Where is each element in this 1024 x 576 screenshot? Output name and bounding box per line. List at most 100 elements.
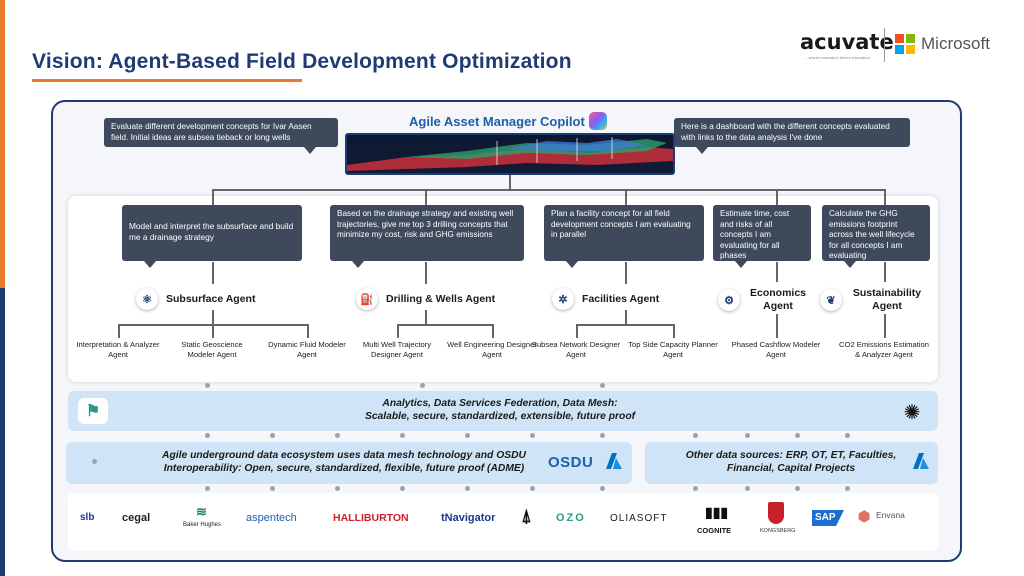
slide-accent-bar (0, 0, 5, 576)
copilot-response-text: Here is a dashboard with the different c… (681, 122, 890, 142)
leaf-icon: ❦ (820, 289, 842, 311)
partner-logo-cegal: cegal (122, 512, 151, 524)
subsurface-agent-label: Subsurface Agent (166, 292, 256, 305)
connector-dot (270, 486, 275, 491)
connector-dot (400, 433, 405, 438)
subagent-static-geoscience: Static Geoscience Modeler Agent (181, 340, 243, 359)
economics-prompt-text: Estimate time, cost and risks of all con… (720, 209, 790, 260)
subagent-dynamic-fluid: Dynamic Fluid Modeler Agent (268, 340, 346, 359)
economics-prompt-bubble: Estimate time, cost and risks of all con… (713, 205, 811, 268)
connector-dot (795, 433, 800, 438)
other-sources-line1: Other data sources: ERP, OT, ET, Faculti… (685, 450, 897, 461)
acuvate-tagline: ....where innovation drives innovation (804, 55, 870, 60)
connector-dot (600, 486, 605, 491)
connector (884, 262, 886, 282)
connector-dot (745, 433, 750, 438)
subagent-interpretation: Interpretation & Analyzer Agent (76, 340, 160, 359)
drilling-prompt-text: Based on the drainage strategy and exist… (337, 209, 514, 239)
subsurface-prompt-bubble: Model and interpret the subsurface and b… (122, 205, 302, 268)
title-underline (32, 79, 302, 82)
partners-strip (68, 493, 938, 551)
data-mesh-line2: Scalable, secure, standardized, extensib… (364, 411, 636, 422)
drilling-prompt-bubble: Based on the drainage strategy and exist… (330, 205, 524, 268)
connector (425, 189, 427, 205)
gear-cluster-icon: ⚙ (718, 289, 740, 311)
economics-agent: ⚙ Economics Agent (718, 287, 808, 313)
slide-title: Vision: Agent-Based Field Development Op… (32, 50, 572, 73)
other-sources-line2: Financial, Capital Projects (726, 463, 856, 474)
connector-dot (845, 486, 850, 491)
drilling-wells-agent-label: Drilling & Wells Agent (386, 292, 496, 305)
copilot-title: Agile Asset Manager Copilot (409, 114, 585, 129)
connector-dot (205, 383, 210, 388)
connector (673, 324, 675, 338)
partner-logo-sap: SAP (812, 510, 844, 526)
connector-dot (335, 433, 340, 438)
connector (625, 310, 627, 324)
connector-dot (420, 383, 425, 388)
connector (776, 189, 778, 205)
logo-divider (884, 28, 885, 62)
data-mesh-text: Analytics, Data Services Federation, Dat… (290, 397, 710, 423)
sustainability-agent: ❦ Sustainability Agent (820, 287, 924, 313)
connector-dot (465, 486, 470, 491)
osdu-band-line1: Agile underground data ecosystem uses da… (162, 450, 526, 461)
osdu-logo: OSDU (548, 454, 594, 471)
connector (212, 310, 214, 324)
connector-dot (530, 433, 535, 438)
data-mesh-band (68, 391, 938, 431)
connector (884, 314, 886, 338)
subagent-multi-well: Multi Well Trajectory Designer Agent (362, 340, 432, 359)
data-mesh-line1: Analytics, Data Services Federation, Dat… (382, 398, 618, 409)
connector (307, 324, 309, 338)
facilities-agent-label: Facilities Agent (582, 292, 660, 305)
molecule-icon: ⚛ (136, 288, 158, 310)
partner-logo-halliburton: HALLIBURTON (333, 512, 409, 524)
partner-logo-kongsberg: KONGSBERG (760, 528, 796, 534)
copilot-icon (589, 112, 607, 130)
sustainability-prompt-text: Calculate the GHG emissions footprint ac… (829, 209, 915, 260)
facilities-agent: ✲ Facilities Agent (552, 288, 659, 310)
connector (212, 189, 214, 205)
partner-logo-tnavigator: tNavigator (441, 512, 496, 524)
subsurface-agent: ⚛ Subsurface Agent (136, 288, 255, 310)
connector-dot (600, 383, 605, 388)
oil-rig-icon: ⛽ (356, 288, 378, 310)
connector-dot (92, 459, 97, 464)
sap-label: SAP (815, 512, 836, 523)
reservoir-visualization (345, 133, 675, 175)
partner-logo-akerbp-icon: ⍋ (521, 506, 532, 526)
other-sources-text: Other data sources: ERP, OT, ET, Faculti… (676, 449, 906, 475)
connector (625, 262, 627, 284)
baker-hughes-icon: ≋ (196, 504, 207, 519)
subagent-co2-emissions: CO2 Emissions Estimation & Analyzer Agen… (839, 340, 929, 359)
connector-dot (845, 433, 850, 438)
acuvate-logo: acuvate (800, 30, 894, 54)
microsoft-logo-text: Microsoft (921, 34, 990, 53)
partner-logo-envana: Envana (876, 510, 905, 520)
azure-logo-icon (605, 452, 623, 470)
copilot-request-bubble: Evaluate different development concepts … (104, 118, 338, 154)
connector-dot (465, 433, 470, 438)
microsoft-logo-icon (895, 34, 915, 54)
connector (397, 324, 493, 326)
subagent-phased-cashflow: Phased Cashflow Modeler Agent (731, 340, 821, 359)
connector (118, 324, 120, 338)
connector (625, 189, 627, 205)
connector (509, 175, 511, 189)
copilot-response-bubble: Here is a dashboard with the different c… (674, 118, 910, 154)
other-sources-band (645, 442, 938, 484)
connector (776, 314, 778, 338)
fabric-logo-icon: ⚑ (78, 398, 108, 424)
kongsberg-crest-icon (768, 502, 784, 524)
subsurface-prompt-text: Model and interpret the subsurface and b… (129, 221, 294, 242)
connector-dot (693, 486, 698, 491)
connector-dot (600, 433, 605, 438)
connector (776, 262, 778, 282)
sustainability-agent-label: Sustainability Agent (852, 287, 922, 312)
osdu-band-text: Agile underground data ecosystem uses da… (144, 449, 544, 475)
osdu-band-line2: Interoperability: Open, secure, standard… (163, 463, 525, 474)
partner-logo-slb: slb (80, 512, 95, 523)
partner-logo-baker-hughes: Baker Hughes (183, 522, 222, 528)
connector (212, 262, 214, 284)
